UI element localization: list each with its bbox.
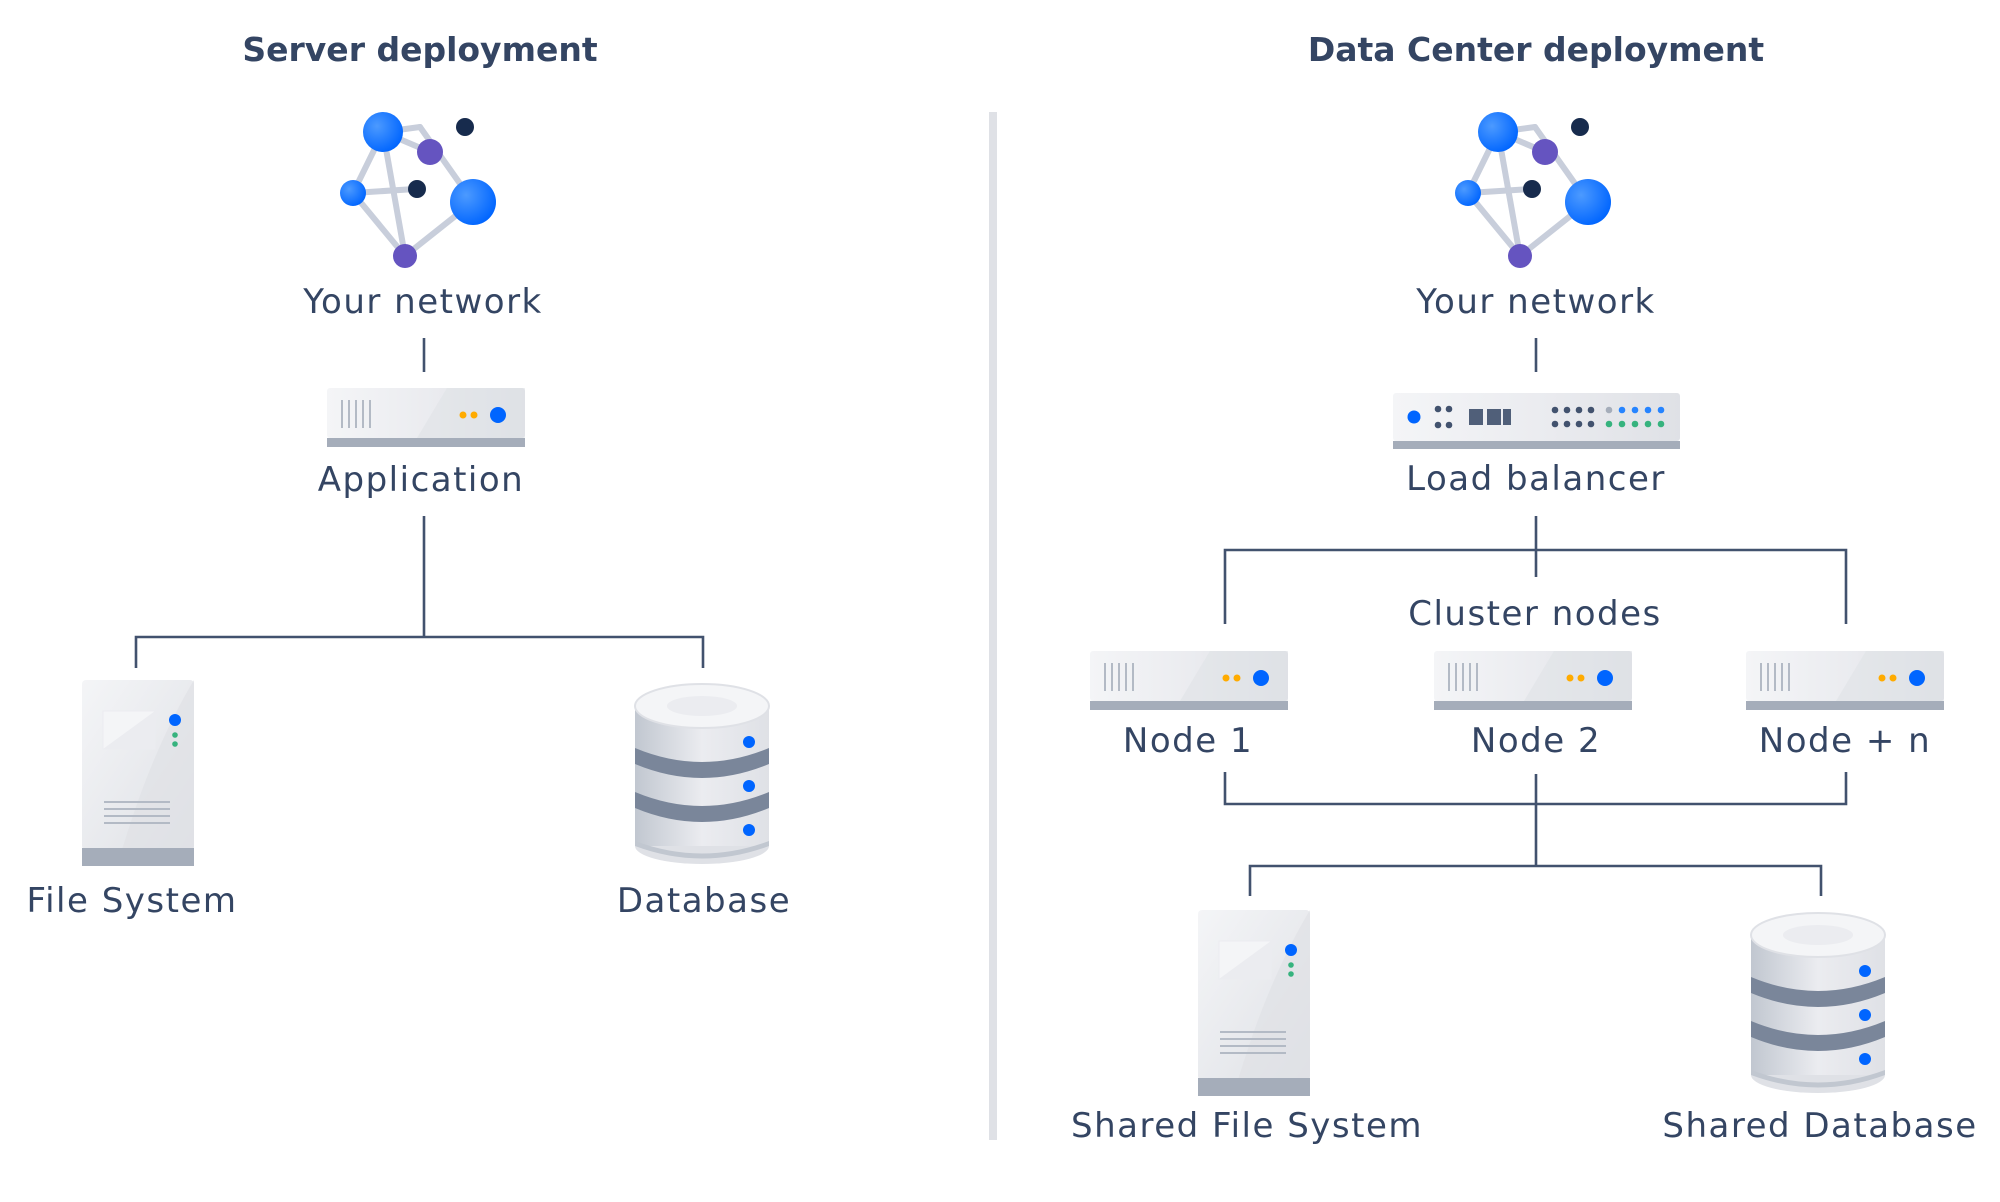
network-icon (1455, 112, 1611, 268)
server-icon (1089, 650, 1289, 711)
datacenter-deployment: Data Center deployment Your network Load… (1071, 30, 1977, 1146)
shared-file-system-label: Shared File System (1071, 1106, 1423, 1146)
server-network-label: Your network (302, 282, 542, 322)
datacenter-title: Data Center deployment (1308, 30, 1765, 69)
load-balancer-icon (1393, 393, 1680, 449)
network-icon (340, 112, 496, 268)
noden-label: Node + n (1759, 721, 1931, 761)
application-label: Application (318, 460, 524, 500)
connector (1223, 516, 1848, 624)
server-icon (1433, 650, 1633, 711)
node1-label: Node 1 (1123, 721, 1253, 761)
node2-label: Node 2 (1471, 721, 1601, 761)
server-icon (326, 387, 526, 448)
database-label: Database (617, 881, 791, 921)
load-balancer-label: Load balancer (1406, 459, 1666, 499)
server-deployment: Server deployment Your network Applicati… (27, 30, 791, 921)
file-server-icon (81, 679, 195, 867)
database-icon (1750, 912, 1886, 1094)
datacenter-network-label: Your network (1415, 282, 1655, 322)
connector (134, 516, 705, 668)
file-system-label: File System (27, 881, 238, 921)
database-icon (634, 683, 770, 865)
shared-database-label: Shared Database (1662, 1106, 1977, 1146)
connector (1223, 772, 1848, 896)
server-icon (1745, 650, 1945, 711)
cluster-nodes-label: Cluster nodes (1408, 594, 1662, 634)
file-server-icon (1197, 909, 1311, 1097)
server-title: Server deployment (242, 30, 597, 69)
